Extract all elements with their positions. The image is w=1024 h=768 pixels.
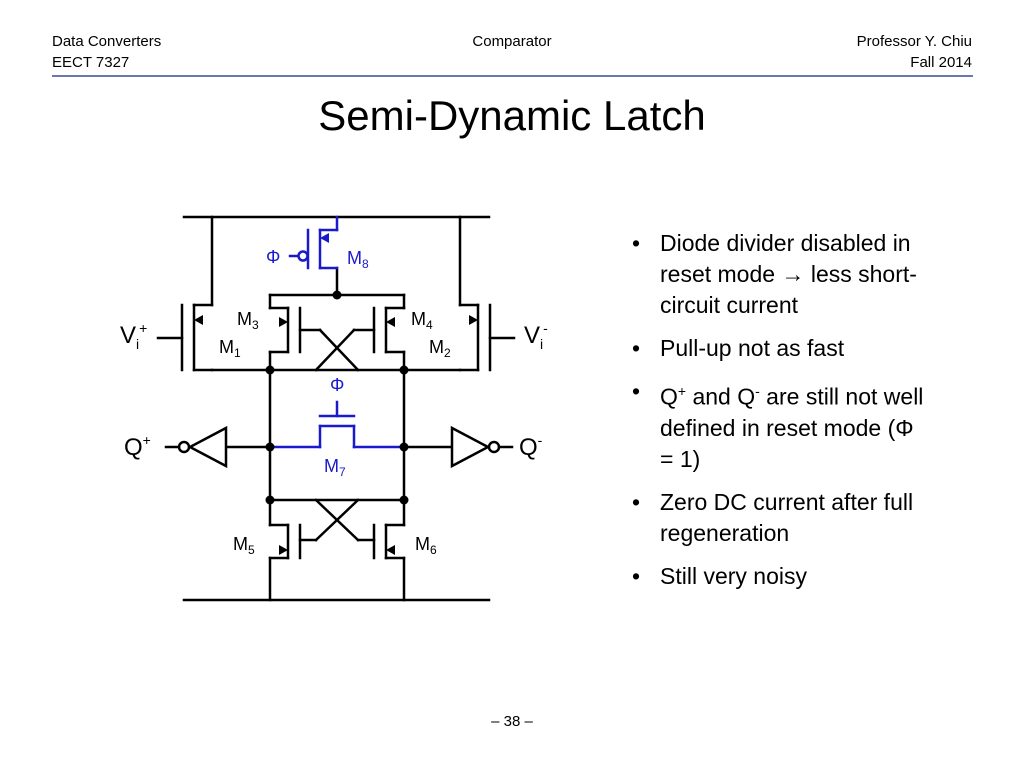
header-right: Professor Y. Chiu Fall 2014 (857, 31, 972, 73)
course-name: Data Converters (52, 33, 162, 50)
arrow-heads (194, 315, 478, 555)
header-rule (52, 75, 973, 77)
schematic-labels: Φ M8 M3 M4 M1 M2 Vi+ Vi- Φ M7 Q+ Q- M5 M… (120, 247, 548, 557)
professor-name: Professor Y. Chiu (856, 33, 972, 50)
m1-label: M1 (219, 337, 241, 360)
q-plus-label: Q+ (124, 432, 151, 461)
m8-transistor (288, 215, 339, 270)
bullet-item: Still very noisy (632, 561, 932, 592)
inverter-right (450, 425, 514, 469)
m5-label: M5 (233, 534, 255, 557)
header-topic: Comparator (472, 33, 552, 50)
bullet-item: Zero DC current after full regeneration (632, 487, 932, 549)
course-code: EECT 7327 (52, 54, 130, 71)
m7-label: M7 (324, 456, 346, 479)
junction-nodes (265, 365, 409, 505)
m8-label: M8 (347, 248, 369, 271)
m4-label: M4 (411, 309, 433, 332)
m7-transistor (268, 400, 406, 449)
node-m8 (332, 290, 342, 300)
m6-label: M6 (415, 534, 437, 557)
bullet-list: Diode divider disabled in reset mode → l… (632, 228, 932, 604)
semester: Fall 2014 (910, 54, 972, 71)
phi-mid-label: Φ (330, 375, 344, 395)
q-minus-label: Q- (519, 432, 543, 461)
bullet-item: Pull-up not as fast (632, 333, 932, 364)
m2-label: M2 (429, 337, 451, 360)
vi-plus-label: Vi+ (120, 320, 147, 352)
phi-top-label: Φ (266, 247, 280, 267)
m8-arrow (320, 233, 329, 243)
bullet-item: Diode divider disabled in reset mode → l… (632, 228, 932, 321)
vi-minus-label: Vi- (524, 320, 548, 352)
inverter-left (164, 425, 228, 469)
bullet-item: Q+ and Q- are still not well defined in … (632, 376, 932, 475)
slide-title: Semi-Dynamic Latch (318, 92, 706, 139)
page-number: – 38 – (491, 713, 533, 730)
header-left: Data Converters EECT 7327 (52, 31, 161, 73)
m3-label: M3 (237, 309, 259, 332)
